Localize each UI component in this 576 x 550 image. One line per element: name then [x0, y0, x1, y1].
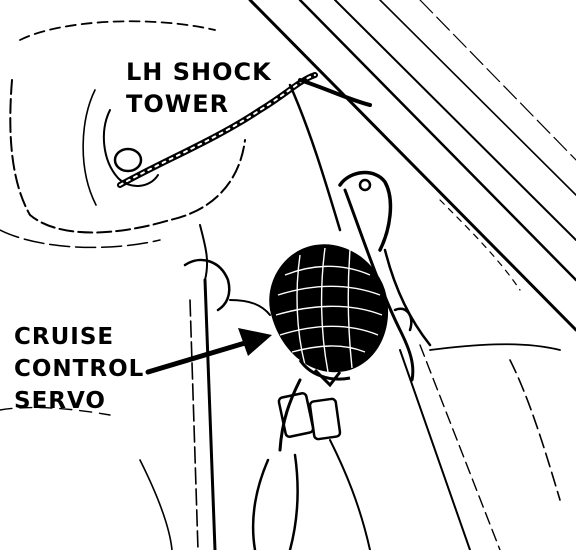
shock-tower-label-line2: TOWER — [126, 90, 230, 118]
callout-arrow — [145, 328, 272, 375]
wiring-harness — [117, 72, 372, 232]
servo-connector — [251, 378, 371, 550]
cruise-control-servo — [269, 244, 389, 388]
cruise-servo-label-line1: CRUISE — [14, 324, 115, 350]
cruise-servo-callout: CRUISE CONTROL SERVO — [14, 326, 144, 413]
fender-edge-lines — [248, 0, 576, 332]
shock-tower-outline — [0, 20, 246, 281]
shock-tower-callout: LH SHOCK TOWER — [126, 60, 272, 116]
shock-tower-label-line1: LH SHOCK — [126, 58, 272, 86]
cruise-servo-label-line3: SERVO — [14, 388, 106, 414]
engine-framing — [0, 199, 561, 550]
servo-bracket — [338, 170, 432, 382]
cruise-servo-label-line2: CONTROL — [14, 356, 145, 382]
